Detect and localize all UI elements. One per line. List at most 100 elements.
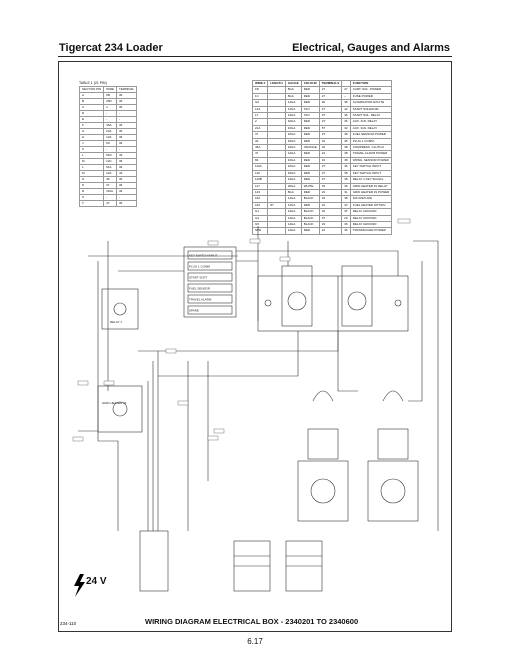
table-cell: RELAY GROUND xyxy=(349,208,393,216)
label-key-switch-input: KEY SWITCH INPUT xyxy=(189,254,218,258)
voltage-label: 24 V xyxy=(86,576,107,587)
small-table-caption: TABLE 1 (21 PIN) xyxy=(79,81,107,85)
table-cell: 14GA xyxy=(284,227,302,235)
table-cell: BLACK xyxy=(300,208,320,216)
table-cell: 16GA xyxy=(284,118,302,126)
table-cell: 16GA xyxy=(284,144,302,152)
table-cell: 14GA xyxy=(284,208,302,216)
table-cell: 14GA xyxy=(284,220,302,229)
label-travel-alarm: TRAVEL ALARM xyxy=(189,298,212,302)
table-cell: RELAY 1 KEY SIGNAL xyxy=(349,176,393,184)
table-cell: COMPRESS. CLUTCH xyxy=(349,144,393,152)
table-cell: GRID HEATER #1 POWER xyxy=(349,188,393,197)
table-cell: 14GA xyxy=(284,201,302,210)
table-cell: KEY SWITCH INPUT xyxy=(349,163,393,171)
table-cell xyxy=(267,188,286,197)
table-cell xyxy=(267,195,286,203)
table-cell: 8GA xyxy=(284,92,302,101)
table-cell xyxy=(267,150,286,158)
table-cell: 84 xyxy=(251,156,269,165)
table-cell: 24 xyxy=(318,227,343,235)
table-cell: 2T xyxy=(318,169,343,178)
table-cell: RED xyxy=(300,176,320,184)
table-cell: RED xyxy=(300,227,320,235)
table-cell: 16GA xyxy=(284,156,302,165)
table-cell: 20GA xyxy=(284,182,302,190)
table-cell: 162 xyxy=(251,201,269,210)
table-cell: 162 xyxy=(251,195,269,203)
table-cell: ORANGE xyxy=(300,144,320,152)
wiring-diagram: KEY SWITCH INPUT PLUG 1 COMM START SOFT … xyxy=(72,218,439,597)
label-plug-1-comm: PLUG 1 COMM xyxy=(189,265,211,269)
table-cell: 32 xyxy=(251,137,269,146)
table-cell: TRANSDUCER POWER xyxy=(349,227,393,235)
table-cell: 8GA xyxy=(284,188,302,197)
table-cell xyxy=(267,176,286,184)
header-model-title: Tigercat 234 Loader xyxy=(59,42,163,54)
table-cell: 16GA xyxy=(284,169,302,178)
table-cell: 24 xyxy=(318,150,343,158)
harness-connector xyxy=(139,530,169,592)
table-cell xyxy=(267,227,286,235)
table-cell: BLACK xyxy=(300,214,320,222)
table-cell: WIRE # xyxy=(251,79,269,88)
label-start-soft: START SOFT xyxy=(189,276,208,280)
table-cell: 2T xyxy=(318,131,343,139)
table-cell: LENGTH xyxy=(267,79,286,88)
table-cell: AUX. IGN. RELAY xyxy=(349,118,393,126)
table-cell: 14GA xyxy=(284,99,302,107)
connector-block xyxy=(183,246,237,318)
table-cell: 87 xyxy=(267,201,286,210)
table-cell: START SOLENOID xyxy=(349,105,393,114)
header-section-title: Electrical, Gauges and Alarms xyxy=(292,42,450,54)
table-cell: FUEL HEATER OPTION xyxy=(349,201,393,210)
table-cell: 16GA xyxy=(284,137,302,146)
table-cell: BLACK xyxy=(300,195,320,203)
table-cell: ALTERNATOR EXCITE xyxy=(349,99,393,107)
table-cell: 32 xyxy=(318,208,343,216)
diagram-frame xyxy=(58,61,452,632)
table-cell xyxy=(267,131,286,139)
table-cell: RED xyxy=(300,150,320,158)
table-cell: FUSE POWER xyxy=(349,92,393,101)
busbar-panel xyxy=(257,275,409,332)
table-cell: CART. SOL. POWER xyxy=(349,86,393,94)
table-cell xyxy=(267,208,286,216)
table-cell xyxy=(267,137,286,146)
label-relay-1: RELAY 1 xyxy=(110,320,122,324)
table-cell: RED xyxy=(300,163,320,171)
table-cell: 5T xyxy=(318,124,343,133)
table-cell: BLACK xyxy=(300,220,320,229)
table-cell: WHITE xyxy=(300,182,320,190)
figure-code: 234-110 xyxy=(60,621,77,626)
table-cell: FUEL SENSOR POWER xyxy=(349,131,393,139)
table-cell: KEY SWITCH INPUT xyxy=(349,169,393,178)
table-cell: 14GA xyxy=(284,176,302,184)
table-cell: RED xyxy=(300,156,320,165)
table-cell: 2T xyxy=(318,176,343,184)
table-cell: T xyxy=(78,200,105,207)
table-cell: 33 xyxy=(318,182,343,190)
table-cell xyxy=(267,124,286,133)
table-cell xyxy=(267,156,286,165)
table-cell xyxy=(267,220,286,229)
table-cell: 110B xyxy=(251,176,269,184)
table-cell: RED xyxy=(300,169,320,178)
table-cell: 14GA xyxy=(284,214,302,222)
diagram-title: WIRING DIAGRAM ELECTRICAL BOX - 2340201 … xyxy=(145,617,359,626)
